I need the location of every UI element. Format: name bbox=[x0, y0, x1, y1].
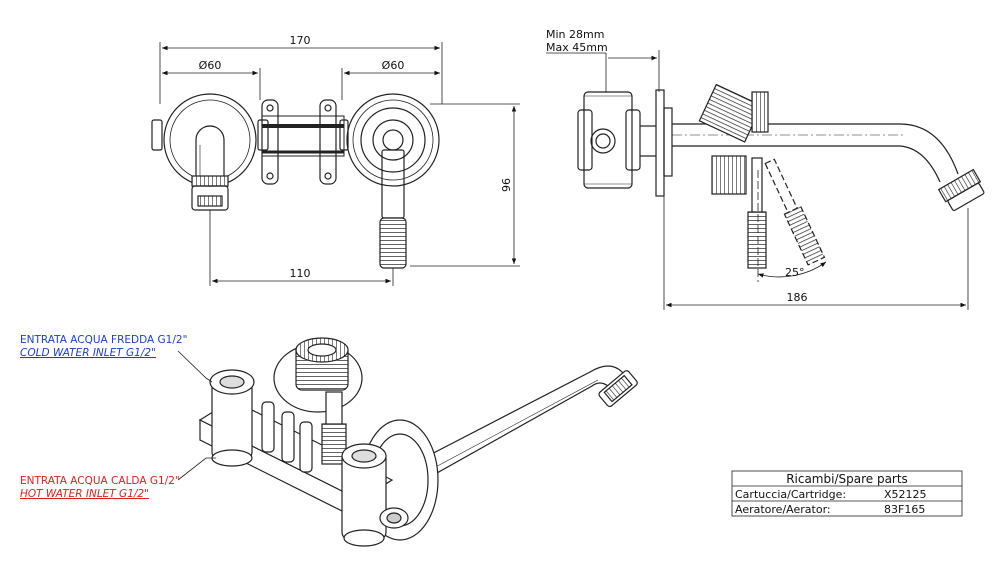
left-flange bbox=[163, 93, 257, 187]
wall-min-label: Min 28mm bbox=[546, 28, 604, 41]
spare-parts-title: Ricambi/Spare parts bbox=[786, 472, 908, 486]
angle-arc bbox=[757, 261, 827, 278]
right-flange bbox=[346, 93, 440, 187]
cold-inlet-label-it: ENTRATA ACQUA FREDDA G1/2" bbox=[20, 334, 187, 346]
left-bracket bbox=[261, 99, 279, 185]
hot-inlet-label-en: HOT WATER INLET G1/2" bbox=[20, 488, 149, 500]
spare-part-name: Aeratore/Aerator: bbox=[735, 503, 831, 516]
hot-leader bbox=[177, 457, 216, 481]
spare-parts-table bbox=[731, 470, 963, 517]
side-view bbox=[546, 50, 985, 310]
dim-label-186: 186 bbox=[787, 291, 808, 304]
cold-leader bbox=[177, 350, 213, 383]
dim-label-96: 96 bbox=[500, 178, 513, 192]
side-flange bbox=[655, 89, 665, 197]
cold-inlet-label-en: COLD WATER INLET G1/2" bbox=[20, 347, 156, 359]
dim-label-170: 170 bbox=[290, 34, 311, 47]
cartridge-cover bbox=[360, 107, 426, 173]
lever-grip bbox=[379, 217, 407, 269]
dim-label-110: 110 bbox=[290, 267, 311, 280]
spare-part-code: X52125 bbox=[884, 488, 927, 501]
right-bracket bbox=[319, 99, 337, 185]
side-lever-grip bbox=[747, 211, 767, 269]
spout-tube bbox=[195, 125, 225, 181]
side-spout-top bbox=[672, 123, 959, 175]
side-body bbox=[583, 91, 633, 189]
angle-label: 25° bbox=[785, 266, 805, 279]
iso-spout bbox=[419, 365, 631, 479]
isometric-view bbox=[177, 337, 638, 547]
dim-label-right-diameter: Ø60 bbox=[382, 59, 405, 72]
side-spout-bottom bbox=[672, 145, 941, 183]
dim-label-left-diameter: Ø60 bbox=[199, 59, 222, 72]
wall-max-label: Max 45mm bbox=[546, 41, 608, 54]
aerator-knurl bbox=[191, 175, 229, 187]
front-view bbox=[151, 42, 520, 286]
spare-part-name: Cartuccia/Cartridge: bbox=[735, 488, 846, 501]
hot-inlet-label-it: ENTRATA ACQUA CALDA G1/2" bbox=[20, 475, 180, 487]
spare-part-code: 83F165 bbox=[884, 503, 925, 516]
